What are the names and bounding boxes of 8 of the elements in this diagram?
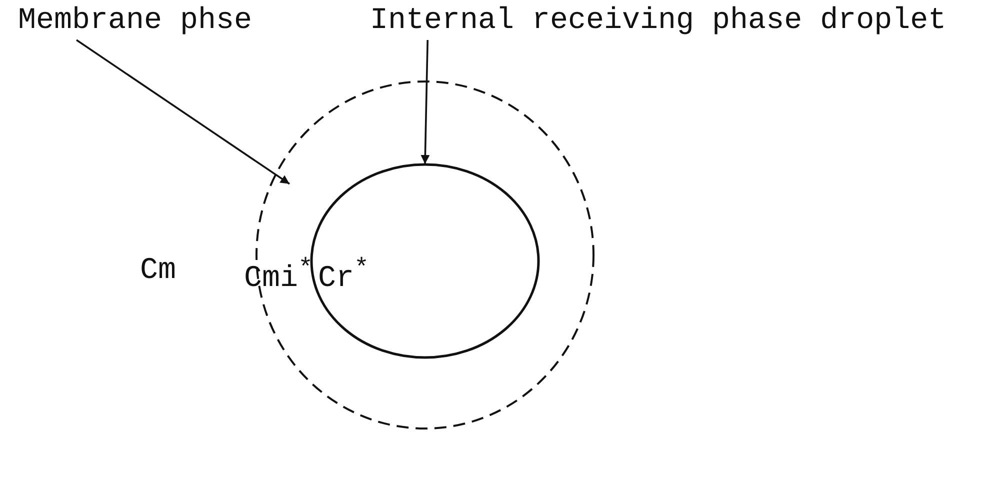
symbol-label: Cmi$^{*}$ <box>244 256 314 294</box>
leader-line <box>420 40 430 164</box>
symbol-label: Cm <box>140 256 176 286</box>
callout-text: Membrane phse <box>18 6 252 36</box>
callout-text: Internal receiving phase droplet <box>370 6 946 36</box>
symbol-label: Cr$^{*}$ <box>318 256 370 294</box>
droplet-circle <box>310 163 540 359</box>
leader-line <box>76 39 290 185</box>
